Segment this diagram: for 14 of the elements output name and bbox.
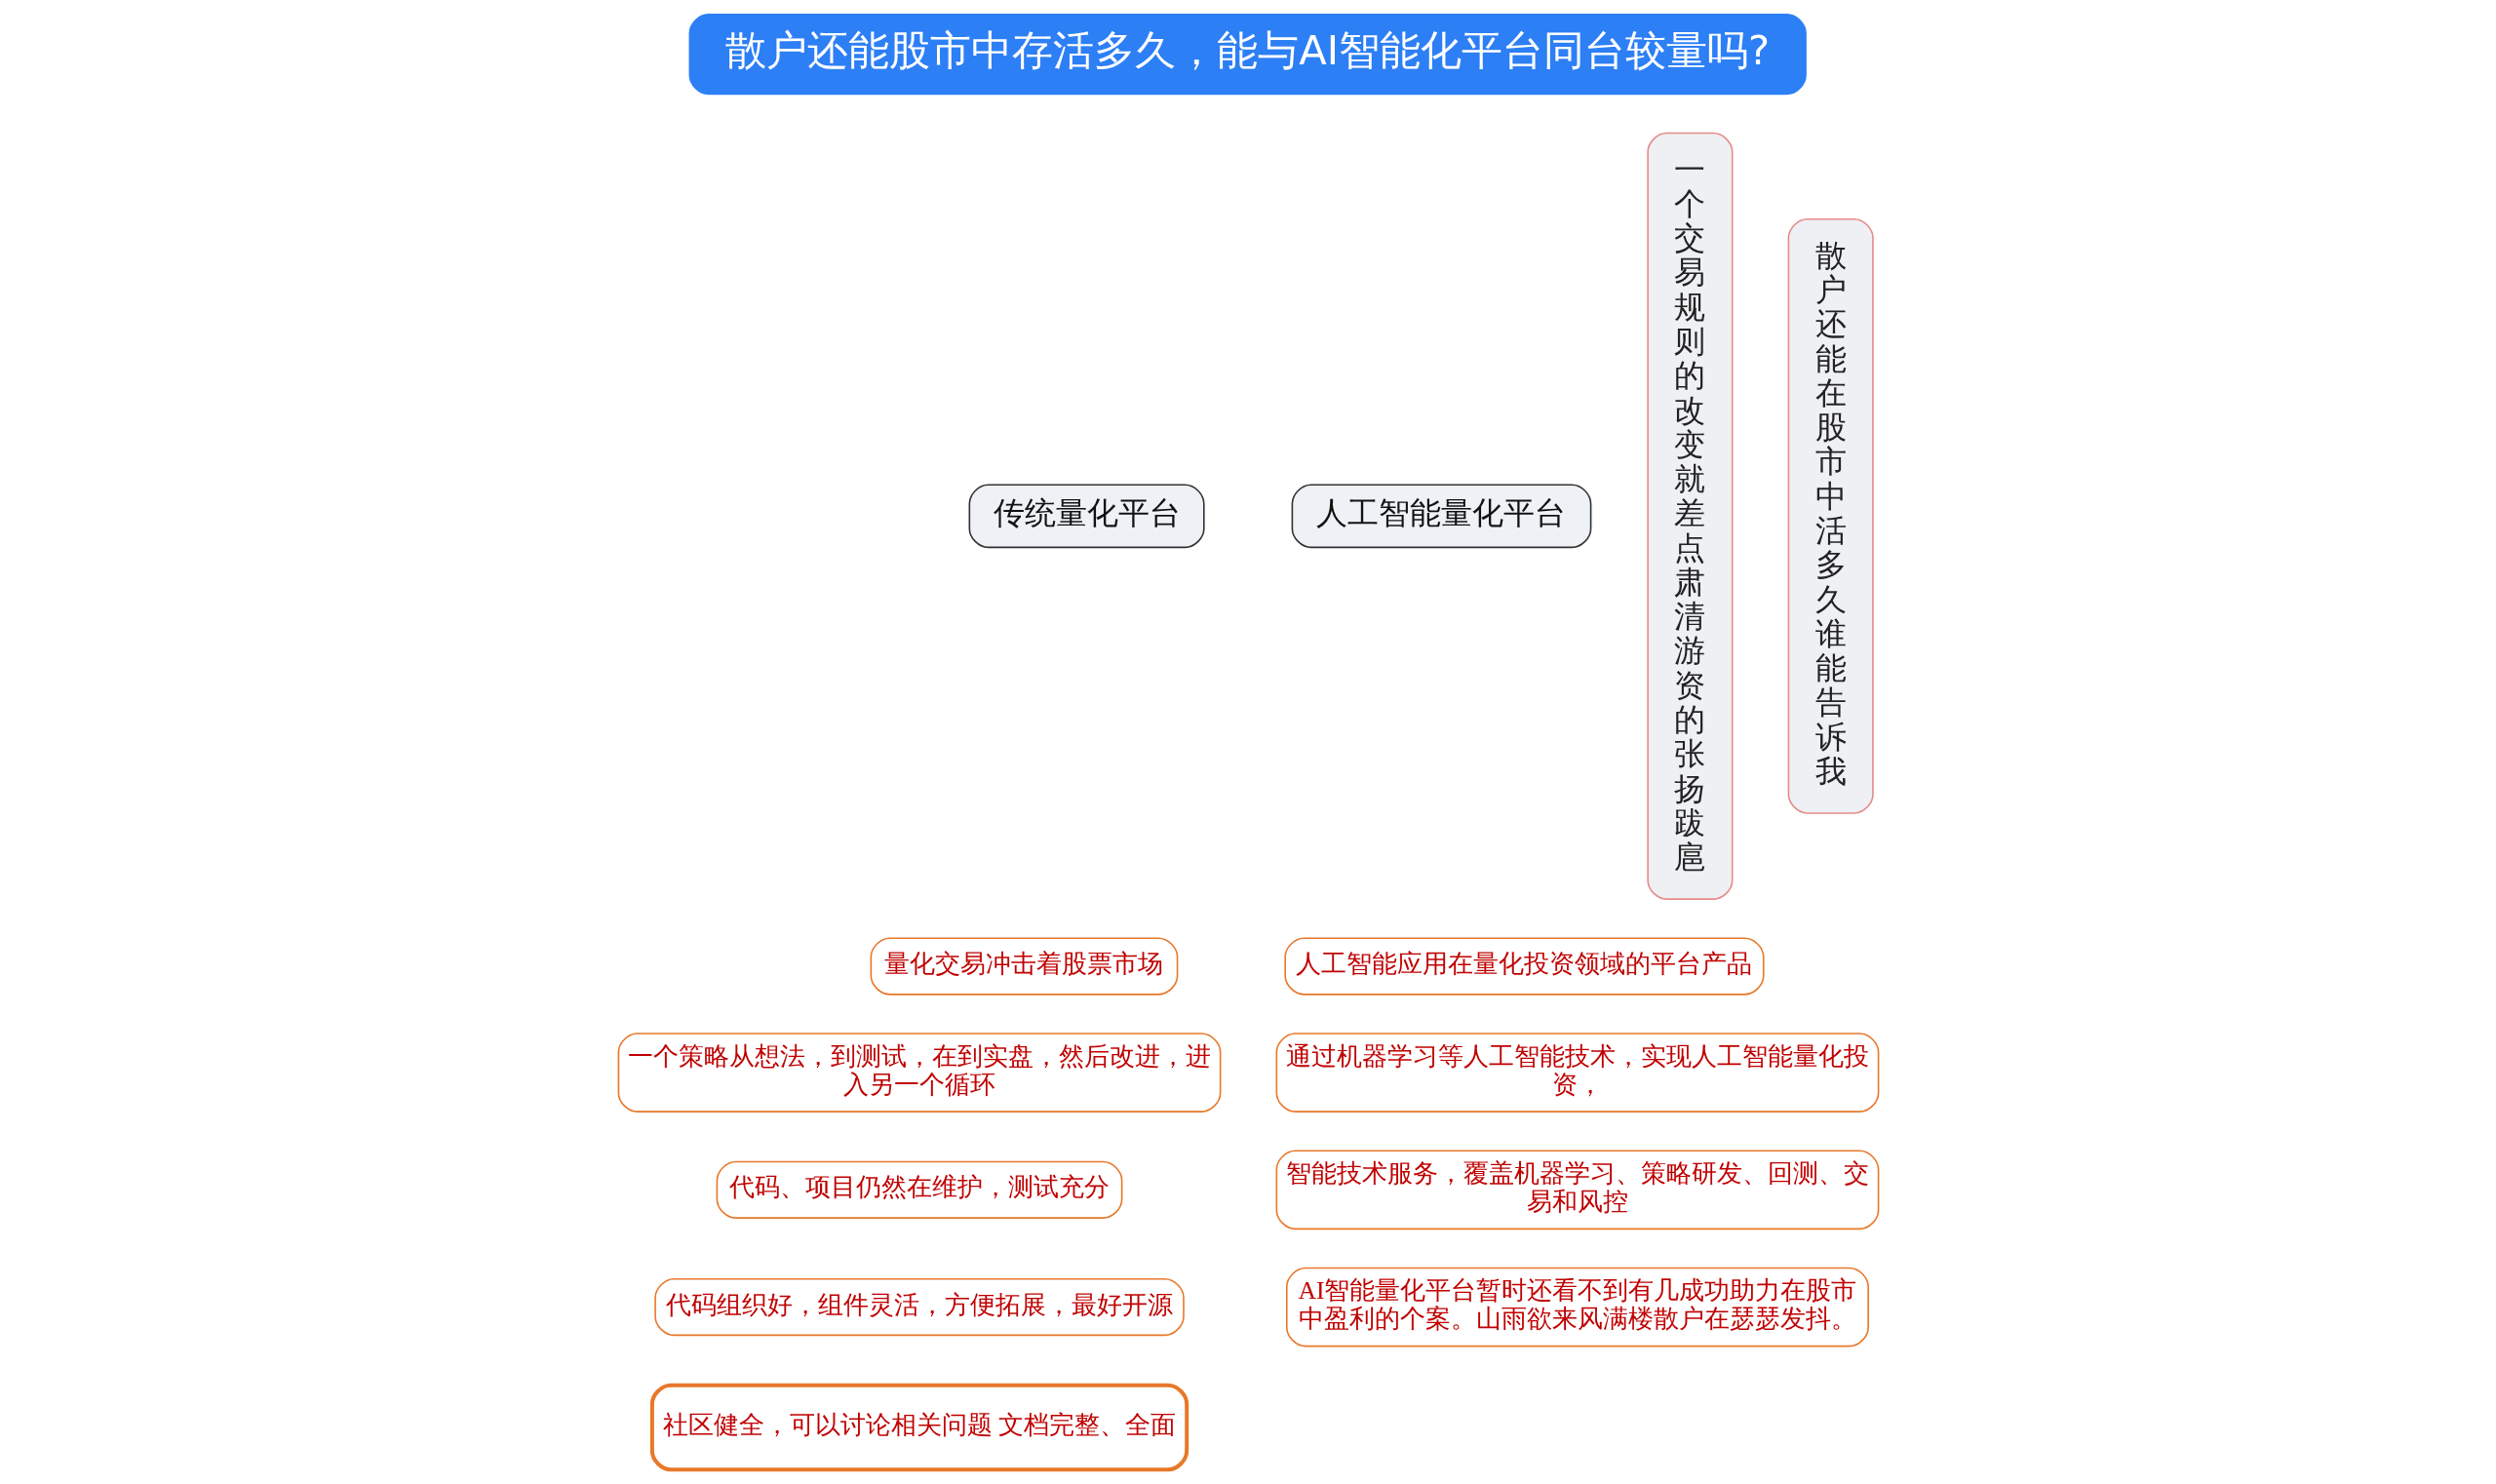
node-box: 社区健全，可以讨论相关问题 文档完整、全面 [649, 1383, 1189, 1472]
node-box: AI智能量化平台暂时还看不到有几成功助力在股市中盈利的个案。山雨欲来风满楼散户在瑟瑟发抖。 [1285, 1267, 1869, 1347]
node-box: 人工智能应用在量化投资领域的平台产品 [1283, 937, 1765, 996]
node-box: 通过机器学习等人工智能技术，实现人工智能量化投资， [1275, 1033, 1879, 1113]
node-box: 代码组织好，组件灵活，方便拓展，最好开源 [653, 1277, 1185, 1337]
node-box: 传统量化平台 [968, 484, 1205, 549]
node-box: 人工智能量化平台 [1291, 484, 1591, 549]
node-box: 代码、项目仍然在维护，测试充分 [716, 1160, 1122, 1219]
node-box: 智能技术服务，覆盖机器学习、策略研发、回测、交易和风控 [1275, 1150, 1879, 1230]
node-box: 散户还能股市中存活多久，能与AI智能化平台同台较量吗? [688, 13, 1807, 96]
node-box: 一个交易规则的改变就差点肃清游资的张扬跋扈 [1646, 132, 1733, 900]
node-box: 量化交易冲击着股票市场 [870, 937, 1178, 996]
node-box: 散户还能在股市中活多久谁能告诉我 [1787, 217, 1874, 814]
node-box: 一个策略从想法，到测试，在到实盘，然后改进，进入另一个循环 [617, 1033, 1221, 1113]
